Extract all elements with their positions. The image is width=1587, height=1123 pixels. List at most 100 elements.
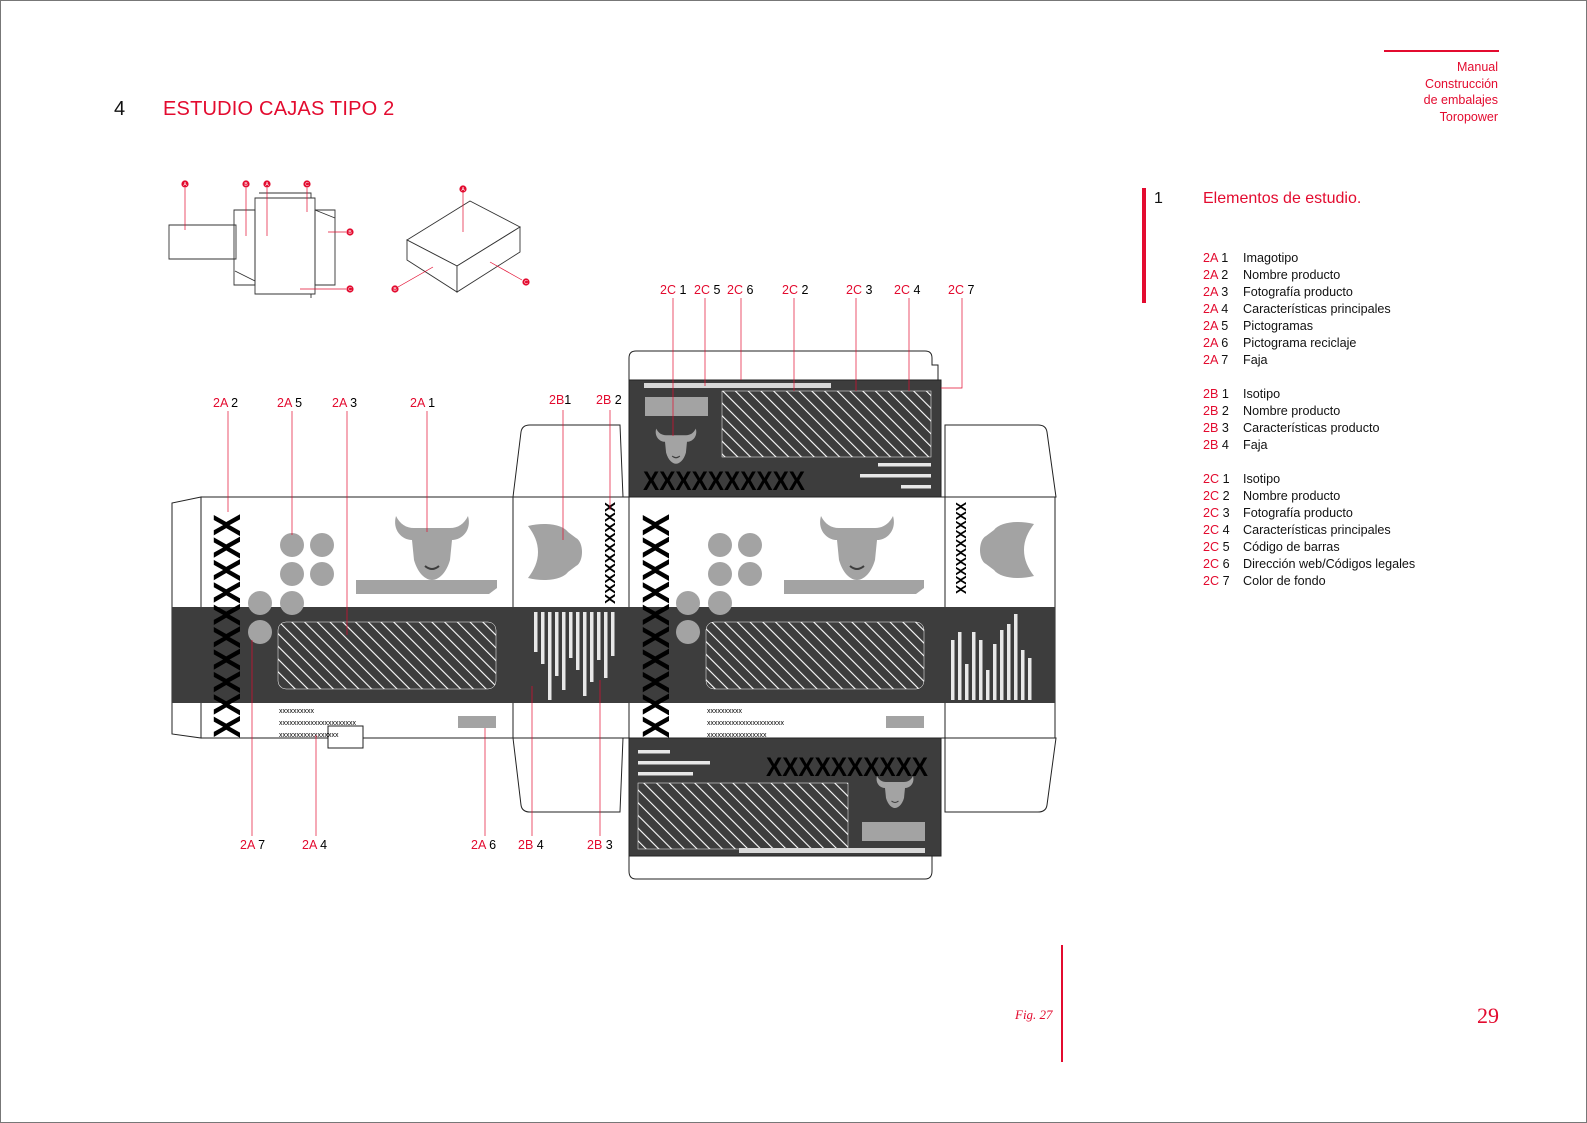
callout-label: 2A 1: [410, 396, 435, 410]
legend-item: 2A 3 Fotografía producto: [1203, 284, 1415, 301]
bottom-barcode-strip: [739, 848, 925, 853]
legend-code: 2B: [1203, 438, 1219, 452]
side-vertical-name: XXXXXXXXXX: [953, 502, 970, 594]
legend-num: 2: [1221, 268, 1229, 282]
logo-placeholder: [645, 397, 708, 416]
mini-flat-callout-lines: [184, 188, 346, 290]
bottom-text-lines: [638, 750, 710, 776]
callout-labels: 2C 1 2C 5 2C 6 2C 2 2C 3 2C 4 2C 7 2A 2 …: [213, 283, 974, 852]
legend-num: 3: [1221, 421, 1229, 435]
header-line: Construcción: [1425, 76, 1498, 91]
side-char-bars: [951, 614, 1032, 700]
mini-letter: C: [348, 287, 352, 293]
face-text-line: xxxxxxxxxxxxxxxxx: [707, 732, 767, 739]
legend-code: 2C: [1203, 489, 1220, 503]
legend-text: Nombre producto: [1243, 268, 1341, 282]
legend-item: 2C 3 Fotografía producto: [1203, 505, 1415, 522]
callout-label: 2C 6: [727, 283, 753, 297]
legend-text: Código de barras: [1243, 540, 1340, 554]
vertical-product-name: XXXXXXXXXX: [207, 513, 249, 738]
manual-header: Manual Construcción de embalajes Toropow…: [1424, 59, 1498, 125]
legend-code: 2A: [1203, 353, 1218, 367]
legend-text: Pictogramas: [1243, 319, 1313, 333]
side-vertical-name: XXXXXXXXXX: [602, 502, 619, 604]
callout-label: 2B 3: [587, 838, 613, 852]
legend-text: Faja: [1243, 353, 1268, 367]
mini-iso-markers: A B C: [391, 185, 530, 293]
legend-code: 2A: [1203, 268, 1218, 282]
callout-label: 2A 5: [277, 396, 302, 410]
mini-iso-callout-lines: [397, 192, 523, 288]
callout-leader-lines: [227, 298, 963, 836]
legend-num: 4: [1221, 438, 1229, 452]
mini-letter: A: [461, 187, 465, 193]
callout-label: 2A 4: [302, 838, 327, 852]
side-char-bars: [534, 612, 615, 700]
mini-iso-box: [406, 200, 521, 293]
callout-label: 2C 7: [948, 283, 974, 297]
callout-label: 2B1: [549, 393, 571, 407]
recycle-pictogram: [458, 716, 496, 728]
legend-text: Faja: [1243, 438, 1268, 452]
callout-label: 2B 4: [518, 838, 544, 852]
legend-num: 6: [1221, 336, 1229, 350]
legend-item: 2B 4 Faja: [1203, 437, 1415, 454]
legend-num: 3: [1222, 506, 1230, 520]
face-text-line: xxxxxxxxxxxxxxxxxxxxxx: [707, 720, 785, 727]
barcode-strip: [644, 383, 831, 388]
top-product-name: XXXXXXXXXX: [643, 466, 805, 496]
legend-text: Isotipo: [1243, 472, 1281, 486]
legend-code: 2A: [1203, 302, 1218, 316]
header-rule: [1384, 50, 1499, 52]
legend-item: 2A 2 Nombre producto: [1203, 267, 1415, 284]
face-text-line: xxxxxxxxxxxxxxxxx: [279, 732, 339, 739]
legend-code: 2B: [1203, 421, 1219, 435]
legend-text: Pictograma reciclaje: [1243, 336, 1357, 350]
header-line: de embalajes: [1423, 93, 1498, 107]
legend-code: 2A: [1203, 285, 1218, 299]
figure-rule: [1061, 945, 1063, 1062]
legend-num: 3: [1221, 285, 1229, 299]
legend-num: 6: [1222, 557, 1230, 571]
legend-num: 7: [1221, 353, 1229, 367]
legend-code: 2C: [1203, 472, 1220, 486]
header-line: Manual: [1457, 60, 1498, 74]
callout-label: 2A 7: [240, 838, 265, 852]
legend-num: 5: [1221, 319, 1229, 333]
legend-text: Fotografía producto: [1243, 285, 1353, 299]
face-text-line: xxxxxxxxxx: [707, 708, 743, 715]
callout-label: 2C 3: [846, 283, 872, 297]
legend-num: 7: [1222, 574, 1230, 588]
pictogram-circles: [676, 533, 762, 644]
legend-text: Nombre producto: [1243, 404, 1341, 418]
side-title: Elementos de estudio.: [1203, 190, 1362, 207]
face-2b: XXXXXXXXXX: [528, 502, 619, 700]
bottom-panel: XXXXXXXXXX: [628, 737, 942, 857]
legend-code: 2C: [1203, 506, 1220, 520]
mini-letter: C: [524, 280, 528, 286]
bottom-logo-placeholder: [862, 822, 925, 841]
legend-text: Fotografía producto: [1243, 506, 1353, 520]
legend-text: Isotipo: [1243, 387, 1281, 401]
top-legal-text-lines: [860, 463, 931, 489]
callout-label: 2C 5: [694, 283, 720, 297]
mini-letter: A: [265, 182, 269, 188]
legend-num: 2: [1221, 404, 1229, 418]
legend-code: 2B: [1203, 387, 1219, 401]
mini-letter: B: [393, 287, 397, 293]
legend-num: 1: [1221, 251, 1229, 265]
